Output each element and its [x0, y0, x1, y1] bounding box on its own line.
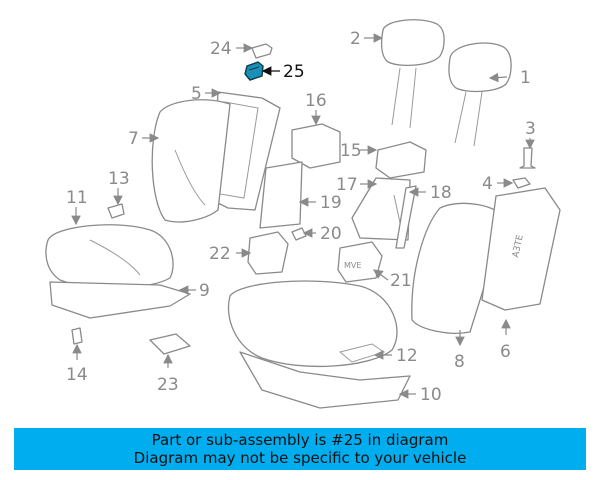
info-banner: Part or sub-assembly is #25 in diagram D… — [14, 428, 586, 470]
part-11-cushion[interactable] — [45, 224, 174, 289]
callout-5: 5 — [191, 84, 202, 104]
part-8-backrest[interactable] — [411, 202, 506, 334]
banner-line-2: Diagram may not be specific to your vehi… — [133, 449, 467, 467]
part-1-headrest[interactable] — [448, 42, 512, 147]
banner-line-1: Part or sub-assembly is #25 in diagram — [151, 431, 449, 449]
part-18-strip[interactable] — [395, 185, 417, 249]
callout-16: 16 — [305, 91, 327, 111]
part-24-clip[interactable] — [251, 43, 273, 59]
part-13-clip[interactable] — [107, 203, 125, 219]
callout-20: 20 — [320, 224, 342, 244]
part-22-bracket[interactable] — [247, 231, 289, 275]
callout-9: 9 — [199, 281, 210, 301]
callout-24: 24 — [210, 39, 232, 59]
callout-4: 4 — [482, 174, 493, 194]
part-2-headrest[interactable] — [380, 19, 445, 129]
part-20-clip[interactable] — [291, 227, 307, 241]
part-9-frame[interactable] — [49, 281, 191, 319]
leader-lines — [71, 33, 535, 399]
callout-2: 2 — [350, 29, 361, 49]
badge-right: A3TE — [511, 234, 526, 259]
badge-left: MVE — [344, 261, 361, 270]
part-16-pad[interactable] — [291, 123, 341, 169]
part-15-trim[interactable] — [375, 141, 427, 179]
callout-14: 14 — [66, 365, 88, 385]
callout-21: 21 — [390, 271, 412, 291]
part-6-frame[interactable]: A3TE — [481, 187, 561, 311]
callout-11: 11 — [66, 188, 88, 208]
callout-19: 19 — [320, 193, 342, 213]
callout-15: 15 — [340, 141, 362, 161]
callout-3: 3 — [525, 119, 536, 139]
part-23-pad[interactable] — [149, 333, 191, 355]
part-25-highlighted[interactable] — [244, 61, 264, 81]
callout-13: 13 — [108, 169, 130, 189]
part-12-cushion[interactable] — [227, 280, 398, 368]
part-7-backrest[interactable] — [151, 99, 231, 223]
callout-25: 25 — [283, 62, 305, 82]
part-3-bolt[interactable] — [519, 147, 536, 169]
callout-10: 10 — [420, 385, 442, 405]
callout-1: 1 — [520, 68, 531, 88]
callout-labels: 1 2 3 4 5 6 7 8 9 10 11 12 13 14 15 16 1… — [66, 29, 536, 405]
callout-12: 12 — [396, 346, 418, 366]
callout-7: 7 — [128, 129, 139, 149]
part-14-plug[interactable] — [71, 327, 83, 345]
part-21-latch[interactable]: MVE — [337, 241, 383, 283]
part-10-frame[interactable] — [239, 351, 411, 409]
callout-22: 22 — [209, 244, 231, 264]
parts-diagram: A3TE MVE — [45, 19, 561, 409]
part-4-nut[interactable] — [512, 177, 531, 189]
part-19-cover[interactable] — [259, 161, 303, 229]
callout-6: 6 — [500, 342, 511, 362]
callout-17: 17 — [336, 175, 358, 195]
callout-8: 8 — [454, 352, 465, 372]
callout-18: 18 — [430, 183, 452, 203]
callout-23: 23 — [157, 375, 179, 395]
